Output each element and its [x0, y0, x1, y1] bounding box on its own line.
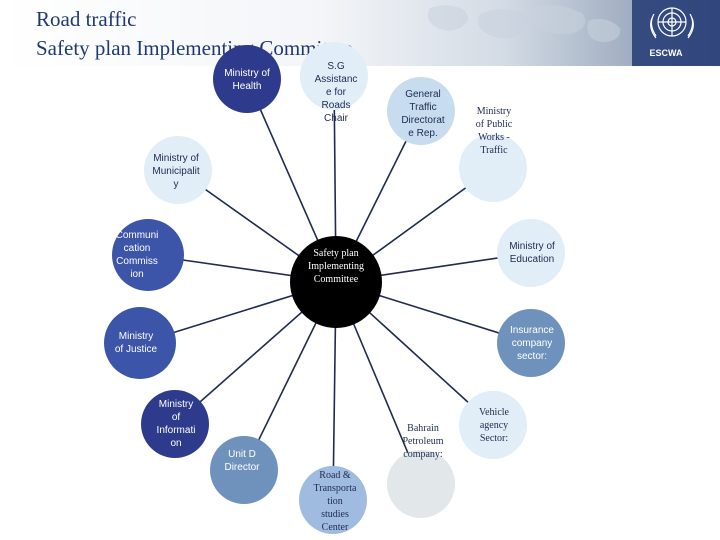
node-circle-unit-d [210, 436, 278, 504]
escwa-logo-text: ESCWA [649, 48, 683, 58]
node-circle-health [213, 45, 281, 113]
node-circle-insurance [497, 309, 565, 377]
node-circle-bahrain-petroleum [387, 450, 455, 518]
un-emblem-logo [650, 7, 694, 39]
node-circle-municipality [144, 136, 212, 204]
page-title-line-2: Safety plan Implementing Committee [36, 36, 353, 60]
world-map-pattern [427, 5, 621, 42]
node-circle-vehicle-agency [459, 391, 527, 459]
node-circle-road-transport [299, 466, 367, 534]
node-circle-general-traffic [387, 77, 455, 145]
node-circle-information [141, 390, 209, 458]
node-circle-justice [104, 307, 176, 379]
member-circles [104, 42, 565, 534]
center-circle [290, 236, 382, 328]
page-title-line-1: Road traffic [36, 7, 137, 31]
node-circle-communication [112, 219, 184, 291]
node-circle-education [497, 219, 565, 287]
node-circle-public-works [459, 134, 527, 202]
node-circle-sg-assistant [300, 42, 368, 110]
